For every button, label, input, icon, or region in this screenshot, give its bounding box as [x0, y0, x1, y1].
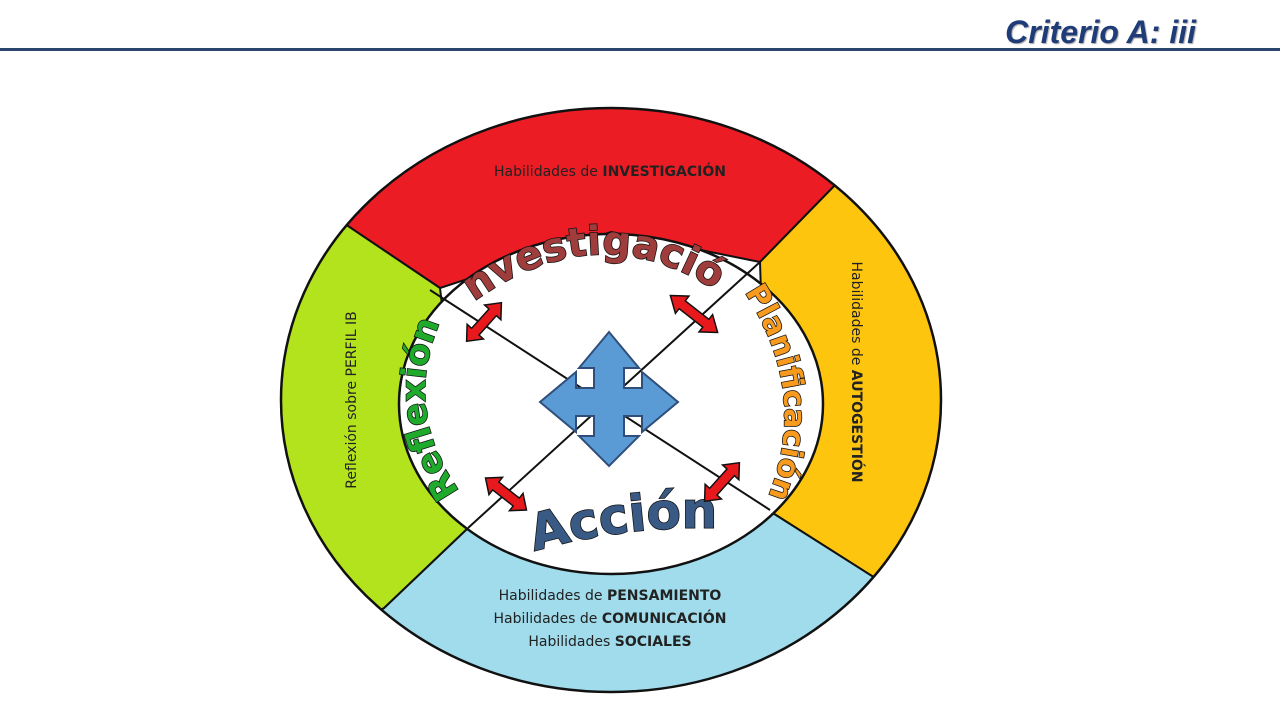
page-title: Criterio A: iii: [1005, 14, 1196, 50]
label-pensamiento: Habilidades de PENSAMIENTO: [499, 588, 722, 604]
double-arrow-se-icon: [703, 461, 741, 503]
label-sociales: Habilidades SOCIALES: [528, 634, 691, 650]
double-arrow-sw-icon: [484, 476, 528, 512]
double-arrow-ne-icon: [669, 294, 719, 334]
label-autogestion: Habilidades de AUTOGESTIÓN: [848, 261, 866, 482]
label-comunicacion: Habilidades de COMUNICACIÓN: [494, 609, 727, 627]
outer-ring-border: [279, 106, 943, 694]
label-investigacion: Habilidades de INVESTIGACIÓN: [494, 162, 726, 180]
double-arrow-nw-icon: [465, 301, 503, 343]
label-perfil-ib: Reflexión sobre PERFIL IB: [344, 311, 360, 488]
four-way-arrow-icon: [538, 330, 680, 468]
title-underline: [0, 48, 1280, 51]
